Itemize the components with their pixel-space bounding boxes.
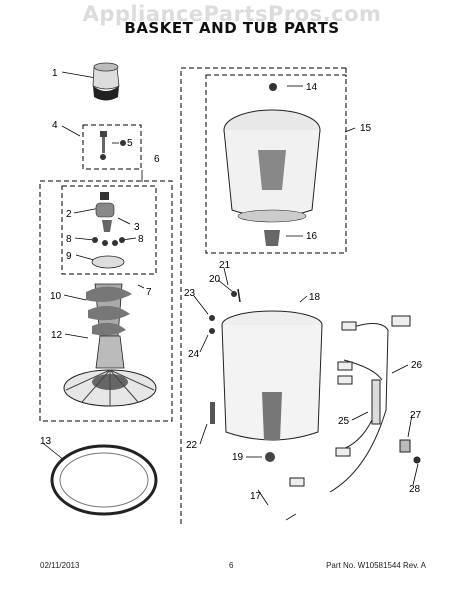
group-box-6: [39, 180, 173, 422]
callout-28: 28: [409, 484, 421, 495]
part-4-5-hardware: [100, 131, 126, 160]
callout-27: 27: [410, 410, 422, 421]
part-2-3-cam: [91, 192, 125, 269]
callout-3: 3: [134, 222, 140, 233]
callout-4: 4: [52, 120, 58, 131]
part-1-cap: [92, 62, 120, 101]
part-12-base: [63, 335, 157, 407]
callout-14: 14: [306, 82, 318, 93]
callout-19: 19: [232, 452, 244, 463]
footer-part-number: Part No. W10581544 Rev. A: [326, 561, 426, 570]
callout-13: 13: [40, 436, 52, 447]
group-box-15: [205, 74, 347, 254]
callout-24: 24: [188, 349, 200, 360]
watermark: AppliancePartsPros.com: [82, 2, 382, 26]
group-box-7: [61, 185, 157, 275]
part-18-tub: [221, 310, 323, 462]
callout-16: 16: [306, 231, 318, 242]
callout-10: 10: [50, 291, 62, 302]
page-title: BASKET AND TUB PARTS: [124, 19, 340, 37]
callout-22: 22: [186, 440, 198, 451]
footer-page-number: 6: [229, 561, 234, 570]
callout-7: 7: [146, 287, 152, 298]
callout-8-right: 8: [138, 234, 144, 245]
callout-9: 9: [66, 251, 72, 262]
callout-20: 20: [209, 274, 221, 285]
callout-26: 26: [411, 360, 423, 371]
callout-2: 2: [66, 209, 72, 220]
part-25-28-harness: [285, 315, 421, 521]
callout-21: 21: [219, 260, 231, 271]
part-20-24-hardware: [209, 288, 241, 424]
part-10-auger: [86, 283, 132, 337]
callout-1: 1: [52, 68, 58, 79]
callout-12: 12: [51, 330, 63, 341]
footer-date: 02/11/2013: [40, 561, 80, 570]
callout-17: 17: [250, 491, 262, 502]
callout-15: 15: [360, 123, 372, 134]
part-15-basket: [223, 83, 321, 246]
assembly-bracket: [180, 67, 346, 524]
callout-23: 23: [184, 288, 196, 299]
callout-6: 6: [154, 154, 160, 165]
part-13-ring: [50, 444, 158, 516]
callout-5: 5: [127, 138, 133, 149]
group-box-4: [82, 124, 142, 170]
callout-25: 25: [338, 416, 350, 427]
callout-18: 18: [309, 292, 321, 303]
callout-8-left: 8: [66, 234, 72, 245]
